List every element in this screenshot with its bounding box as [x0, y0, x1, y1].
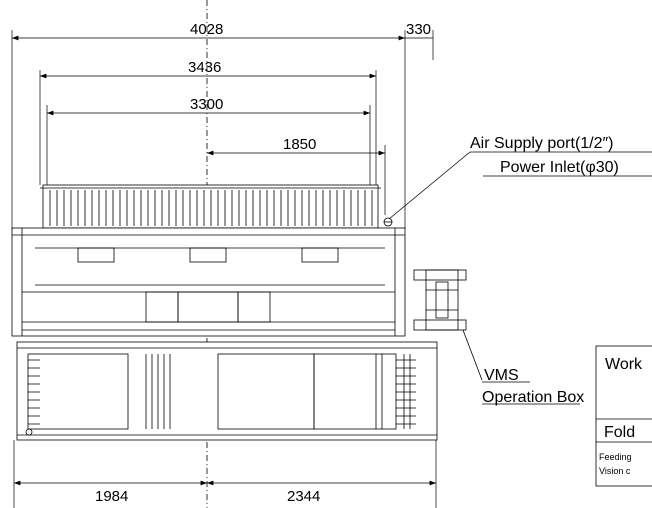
- callout-leaders: [388, 151, 652, 405]
- title-block-vision: Vision c: [599, 466, 631, 476]
- air-supply-label: Air Supply port(1/2″): [470, 135, 614, 152]
- dim-330: 330: [406, 21, 431, 38]
- operation-box-label: Operation Box: [482, 389, 584, 406]
- dim-3436: 3436: [188, 59, 221, 76]
- title-block-feeding: Feeding: [599, 452, 632, 462]
- dim-1850: 1850: [283, 136, 316, 153]
- title-block-fold: Fold: [604, 424, 635, 441]
- power-inlet-label: Power Inlet(φ30): [500, 159, 619, 176]
- dim-3300: 3300: [190, 96, 223, 113]
- title-block: [595, 345, 652, 487]
- dim-2344: 2344: [287, 488, 320, 505]
- dimension-lines: [11, 35, 436, 486]
- dim-1984: 1984: [95, 488, 128, 505]
- title-block-work: Work: [605, 356, 643, 373]
- lower-body: [16, 341, 438, 441]
- vms-label: VMS: [484, 367, 519, 384]
- upper-body: [11, 217, 406, 337]
- dim-4028: 4028: [190, 21, 223, 38]
- roller-comb: [40, 184, 381, 229]
- extension-lines: [11, 30, 437, 508]
- vms-operation-box: [413, 269, 467, 331]
